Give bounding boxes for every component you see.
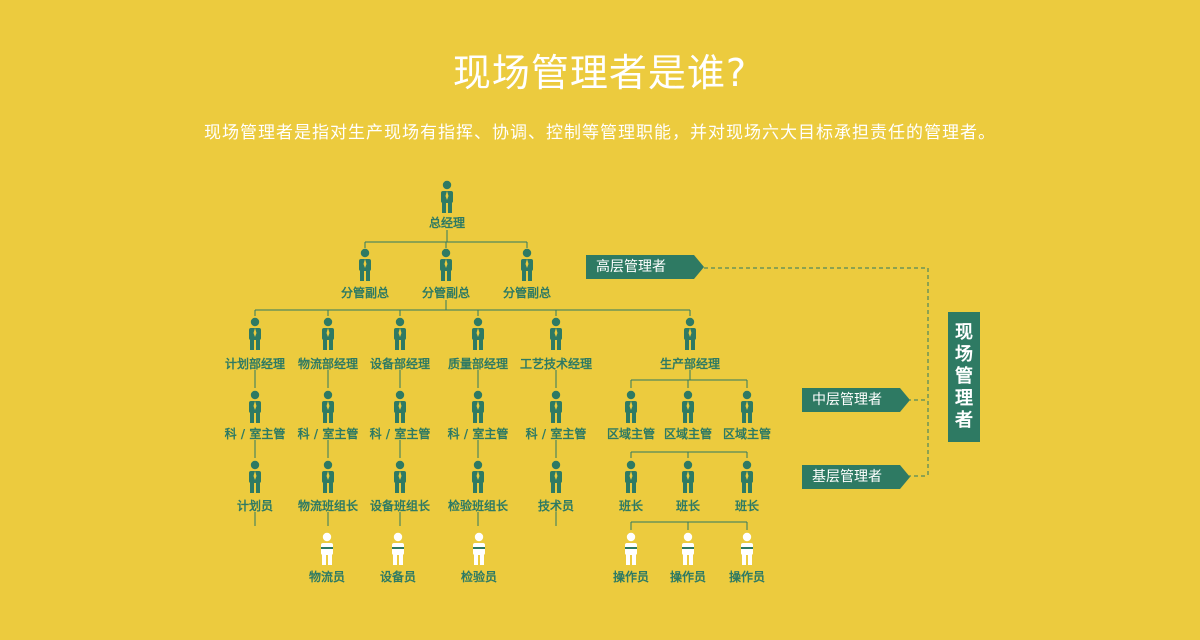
node-label: 班长 [735,498,760,513]
person-icon [249,390,261,423]
node-label: 分管副总 [422,285,470,300]
node-label: 技术员 [538,498,574,513]
person-icon [550,460,562,493]
level-tag-base: 基层管理者 [802,465,910,489]
person-icon [625,532,637,565]
side-char: 管 [955,366,973,387]
level-tag-high: 高层管理者 [586,255,704,279]
node-label: 物流部经理 [298,356,358,371]
side-char: 现 [955,322,973,343]
person-icon [682,390,694,423]
person-icon [322,460,334,493]
node-label: 区域主管 [607,426,655,441]
side-char: 理 [955,388,973,409]
person-icon [472,390,484,423]
person-icon [550,390,562,423]
person-icon [441,180,453,213]
node-label: 总经理 [429,215,465,230]
node-label: 科 / 室主管 [370,426,431,441]
node-label: 物流员 [309,569,345,584]
node-label: 工艺技术经理 [520,356,592,371]
person-icon [249,460,261,493]
node-label: 计划员 [237,498,273,513]
node-label: 科 / 室主管 [526,426,587,441]
person-icon [359,248,371,281]
person-icon [394,460,406,493]
node-label: 生产部经理 [660,356,720,371]
person-icon [473,532,485,565]
node-label: 检验员 [461,569,497,584]
person-icon [684,317,696,350]
side-label-box: 现 场 管 理 者 [948,312,980,442]
node-label: 区域主管 [664,426,712,441]
person-icon [625,460,637,493]
person-icon [392,532,404,565]
level-tag-mid: 中层管理者 [802,388,910,412]
person-icon [322,317,334,350]
node-label: 分管副总 [341,285,389,300]
node-label: 班长 [619,498,644,513]
node-label: 区域主管 [723,426,771,441]
page-title: 现场管理者是谁? [452,51,748,95]
side-char: 场 [955,344,973,365]
person-icon [521,248,533,281]
node-label: 设备部经理 [370,356,430,371]
node-label: 设备班组长 [370,498,431,513]
node-label: 设备员 [380,569,416,584]
person-icon [741,390,753,423]
person-icon [394,317,406,350]
node-label: 科 / 室主管 [298,426,359,441]
person-icon [472,460,484,493]
node-label: 操作员 [613,569,649,584]
node-label: 科 / 室主管 [225,426,286,441]
person-icon [741,532,753,565]
person-icon [322,390,334,423]
person-icon [321,532,333,565]
node-label: 分管副总 [503,285,551,300]
person-icon [741,460,753,493]
node-label: 检验班组长 [448,498,509,513]
person-icon [682,532,694,565]
node-label: 班长 [676,498,701,513]
node-label: 操作员 [729,569,765,584]
connector-lines [254,230,748,530]
person-icon [550,317,562,350]
people-icons: 总经理分管副总 分管副总 分管副总计划部经理物流部经理设备部经理 质量部经理工艺技术经… [225,180,771,584]
side-char: 者 [955,410,973,431]
person-icon [682,460,694,493]
person-icon [472,317,484,350]
person-icon [440,248,452,281]
level-dashed-lines [690,267,929,477]
page-subtitle: 现场管理者是指对生产现场有指挥、协调、控制等管理职能，并对现场六大目标承担责任的… [204,123,996,143]
node-label: 质量部经理 [448,356,508,371]
person-icon [249,317,261,350]
node-label: 计划部经理 [225,356,285,371]
node-label: 科 / 室主管 [448,426,509,441]
person-icon [625,390,637,423]
node-label: 操作员 [670,569,706,584]
node-label: 物流班组长 [298,498,359,513]
person-icon [394,390,406,423]
